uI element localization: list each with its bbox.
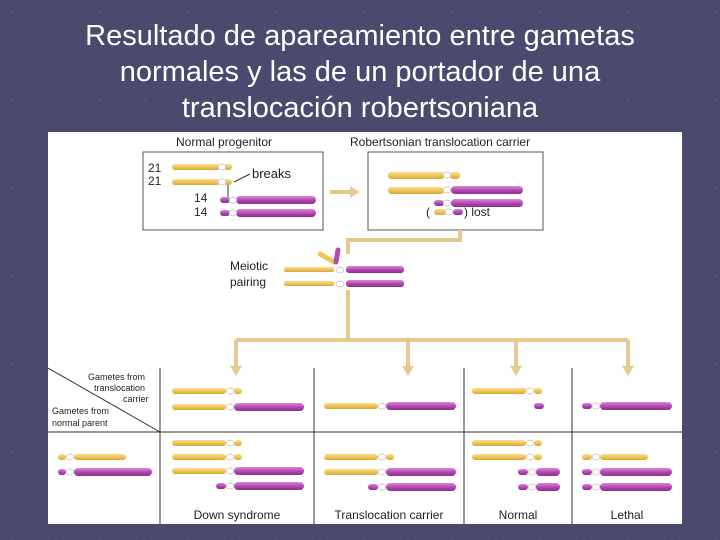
- normal-progenitor-label: Normal progenitor: [176, 135, 272, 149]
- punnett-grid-lines: [48, 367, 682, 524]
- gametes-normal-label-1: Gametes from: [52, 406, 109, 416]
- meiotic-label-1: Meiotic: [230, 259, 268, 273]
- title-line-3: translocación robertsoniana: [181, 92, 539, 124]
- carrier-box: [367, 151, 544, 231]
- gametes-carrier-label-1: Gametes from: [88, 372, 145, 382]
- transition-arrowhead: [350, 186, 360, 198]
- chr-14-label-b: 14: [194, 205, 208, 219]
- normal-progenitor-box: [142, 151, 324, 231]
- diagram-figure: Normal progenitor Robertsonian transloca…: [48, 132, 682, 524]
- breaks-label: breaks: [252, 166, 292, 181]
- meiotic-pairing-chromosomes: [284, 247, 404, 288]
- normal-chr14-a: [220, 196, 316, 204]
- title-line-1: Resultado de apareamiento entre gametas: [85, 20, 635, 52]
- gametes-carrier-label-2: translocation: [94, 383, 145, 393]
- normal-chr14-b: [220, 209, 316, 217]
- breaks-pointer: [233, 173, 251, 183]
- carrier-chr14: [434, 199, 523, 207]
- offspring-normal: [472, 439, 560, 491]
- gamete-col4-carrier: [582, 402, 672, 410]
- normal-chr21-b: [172, 178, 232, 186]
- meiotic-label-2: pairing: [230, 275, 266, 289]
- offspring-down-syndrome: [172, 439, 304, 490]
- slide-title: Resultado de apareamiento entre gametas …: [0, 18, 720, 126]
- gamete-col1-carrier: [172, 387, 304, 411]
- carrier-fused-chr: [388, 186, 523, 194]
- gamete-normal-parent: [58, 453, 152, 476]
- gametes-normal-label-2: normal parent: [52, 418, 108, 428]
- offspring-lethal: [582, 453, 672, 491]
- chr-21-label-a: 21: [148, 161, 162, 175]
- offspring-translocation-carrier: [324, 453, 456, 491]
- lost-fragment: [434, 208, 463, 216]
- normal-chr21-a: [172, 163, 232, 171]
- chr-21-label-b: 21: [148, 174, 162, 188]
- outcome-translocation-carrier: Translocation carrier: [335, 508, 444, 522]
- lost-label: ) lost: [464, 205, 491, 219]
- gametes-carrier-label-3: carrier: [123, 394, 149, 404]
- distribution-arrows: [230, 340, 634, 376]
- outcome-lethal: Lethal: [611, 508, 644, 522]
- carrier-to-meiosis-connector: [346, 230, 462, 254]
- chr-14-label-a: 14: [194, 191, 208, 205]
- carrier-header-label: Robertsonian translocation carrier: [350, 135, 530, 149]
- title-line-2: normales y las de un portador de una: [119, 56, 601, 88]
- outcome-down-syndrome: Down syndrome: [194, 508, 281, 522]
- outcome-normal: Normal: [499, 508, 538, 522]
- carrier-chr21: [388, 171, 460, 179]
- gamete-col2-carrier: [324, 402, 456, 410]
- lost-paren-open: (: [426, 205, 430, 219]
- gamete-col3-carrier: [472, 387, 544, 409]
